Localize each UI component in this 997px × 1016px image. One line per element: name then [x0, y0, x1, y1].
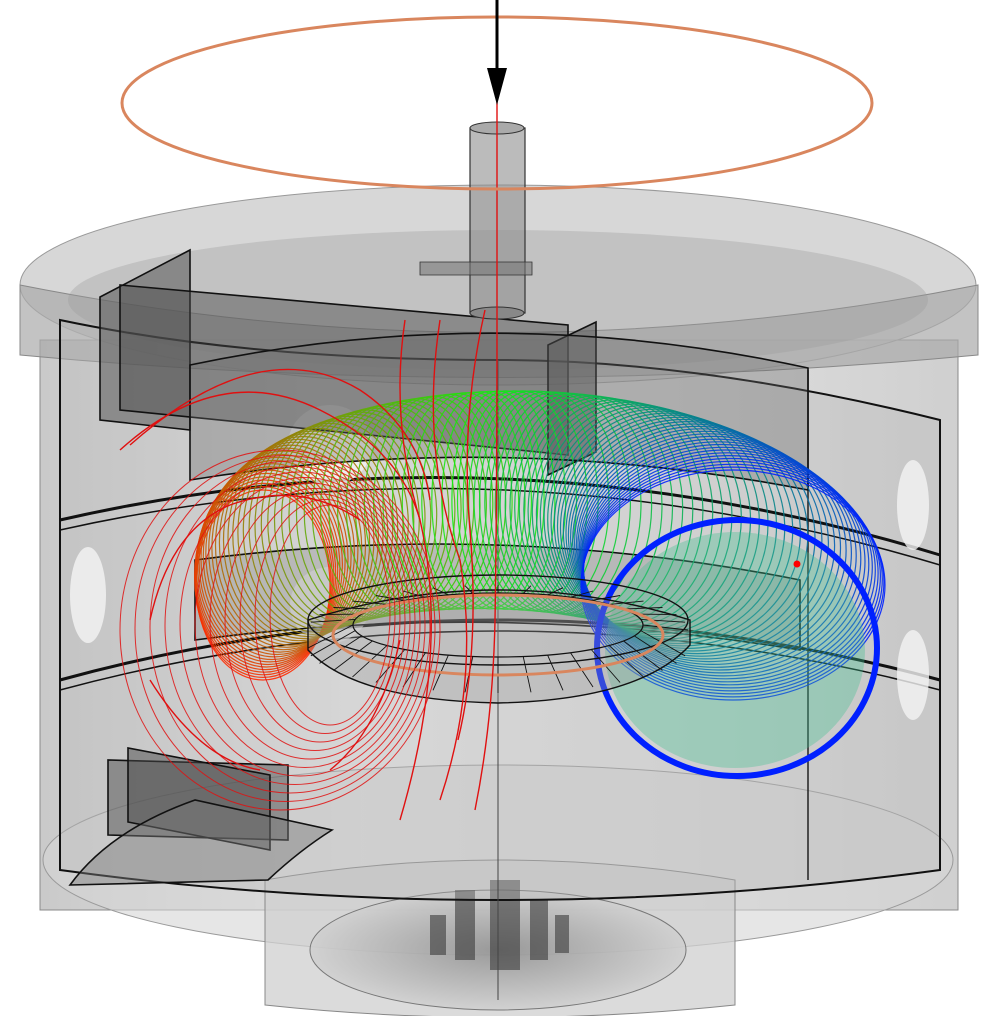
coil-mesh-segment — [547, 587, 564, 596]
field-line-6 — [149, 494, 361, 621]
field-line-center — [474, 100, 498, 811]
pipe-flange — [419, 261, 533, 276]
torus-hoop — [531, 400, 714, 626]
torus-hoop — [539, 403, 733, 629]
torus-hoop — [527, 398, 704, 624]
shell-band-upper — [59, 475, 941, 557]
torus-hoop — [569, 423, 816, 652]
torus-hoop — [198, 463, 346, 661]
coil-mesh-segment — [623, 607, 663, 610]
coil-mesh-segment — [375, 595, 405, 601]
field-loop — [179, 471, 421, 777]
shell-band-lower — [59, 618, 941, 682]
magnetic-field-lines — [119, 100, 498, 821]
torus-hoop — [580, 441, 857, 671]
torus-hoop — [535, 401, 724, 628]
dome-components — [430, 880, 569, 970]
field-line-3 — [432, 319, 468, 801]
coil-mesh-segment — [352, 600, 387, 605]
torus-hoop — [577, 433, 842, 663]
field-loop — [254, 499, 396, 734]
plate-inner-panel — [189, 332, 809, 491]
field-loop — [209, 482, 411, 760]
field-loop — [239, 493, 401, 743]
coil-mesh-segment — [319, 635, 362, 664]
field-line-4 — [119, 391, 421, 521]
torus-end-cavity — [605, 532, 865, 768]
plate-lower-beam — [127, 747, 271, 851]
coil-mesh-segment — [642, 624, 689, 631]
torus-hoop — [441, 390, 539, 610]
torus-hoop — [194, 472, 339, 668]
torus-hoop — [267, 417, 415, 626]
torus-hoop — [237, 430, 389, 635]
torus-hoop — [580, 469, 886, 701]
field-loop — [134, 455, 436, 802]
coil-mesh-segment — [640, 630, 686, 657]
port-window-2 — [70, 547, 106, 643]
coil-mesh-segment — [402, 590, 426, 598]
coil-mesh-segment — [307, 624, 354, 649]
coil-mesh-segment — [634, 635, 677, 664]
coil-mesh-segment — [333, 607, 373, 610]
coil-mesh-segment — [522, 585, 532, 594]
field-line-5 — [129, 368, 431, 501]
field-loop — [224, 488, 406, 751]
coil-mesh-segment — [310, 630, 356, 657]
torus-hoop — [578, 435, 847, 666]
port-window-4 — [897, 630, 929, 720]
torus-hoop — [575, 430, 836, 660]
torus-hoop — [242, 427, 394, 634]
coil-mesh-segment — [591, 595, 621, 601]
torus-hoop — [581, 443, 862, 674]
torus-hoop — [451, 390, 545, 610]
torus-hoop — [202, 456, 352, 656]
port-window-3 — [897, 460, 929, 550]
torus-hoop — [214, 444, 367, 646]
torus-hoop — [197, 466, 344, 663]
field-loop — [149, 460, 431, 794]
plate-lower-shelf — [68, 799, 335, 886]
field-line-2 — [399, 319, 432, 821]
field-loop — [119, 449, 441, 811]
torus-hoop — [456, 390, 556, 610]
torus-hoop — [194, 476, 337, 671]
torus-hoop — [579, 438, 853, 668]
torus-hoop — [211, 447, 363, 648]
field-line-1 — [457, 309, 486, 741]
field-loop — [194, 477, 416, 768]
field-loop — [269, 504, 391, 726]
torus-hoop — [572, 425, 823, 655]
field-line-loops — [119, 449, 441, 811]
field-loop — [164, 466, 426, 785]
coil-mesh-segment — [464, 585, 474, 594]
field-line-7 — [149, 679, 261, 771]
torus-hoop — [573, 428, 829, 657]
dot-marker-icon — [793, 560, 801, 568]
coil-mesh-segment — [609, 600, 644, 605]
torus-hoop — [462, 390, 567, 611]
down-arrow-icon — [487, 0, 507, 105]
coil-mesh-segment — [570, 590, 594, 598]
torus-hoop — [581, 466, 885, 698]
torus-hoop — [431, 391, 533, 610]
torus-hoop — [254, 422, 404, 630]
coil-winding — [331, 593, 665, 677]
